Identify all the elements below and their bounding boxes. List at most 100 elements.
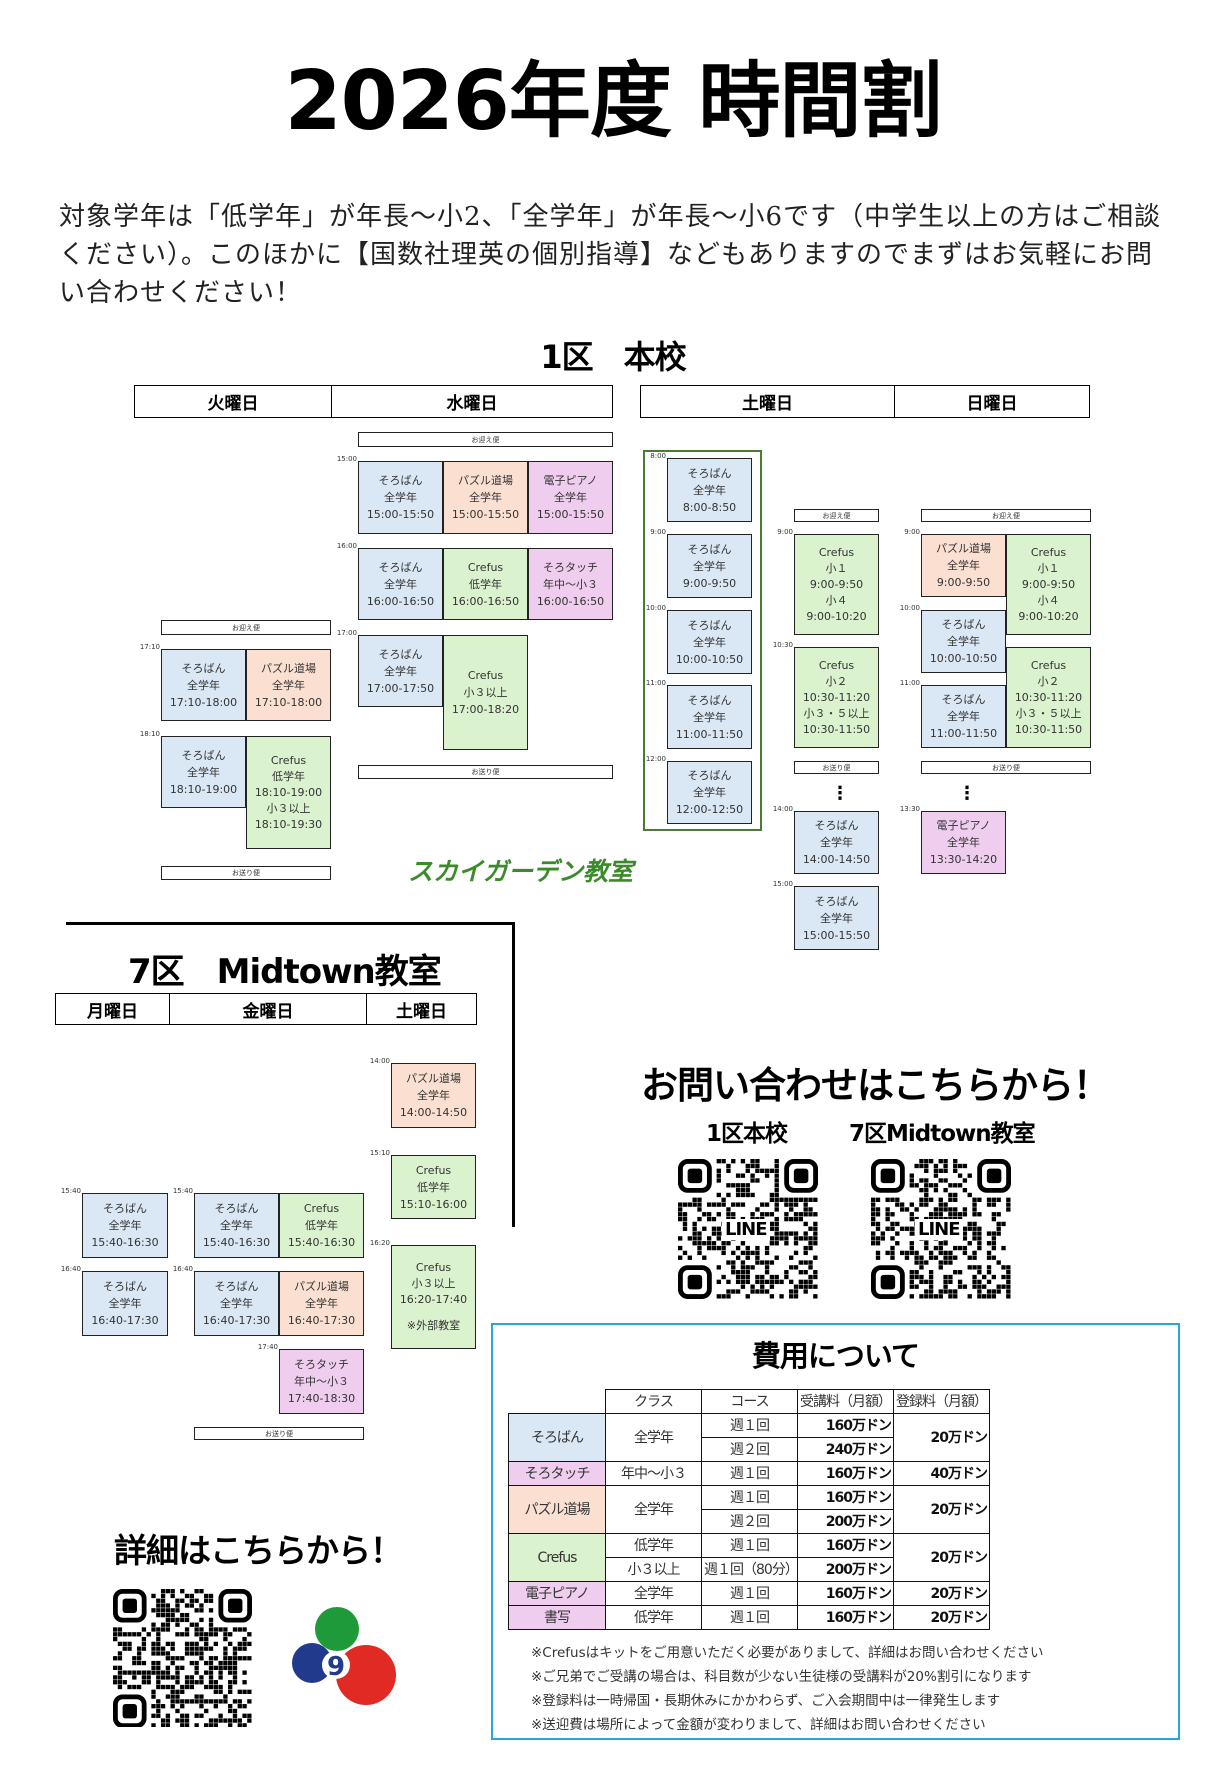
transport-bar: お送り便 [921, 761, 1091, 774]
class-block-line: 低学年 [417, 1180, 450, 1194]
time-label: 15:00 [336, 455, 357, 463]
honko-day-header-weekday: 火曜日 水曜日 [134, 385, 613, 418]
class-block: そろばん全学年 8:00-8:50 [667, 458, 752, 522]
class-block-line: Crefus [303, 1202, 340, 1215]
class-block-line: 全学年 [693, 483, 726, 497]
class-block-line: そろばん [687, 542, 732, 556]
class-block-line: そろばん [103, 1280, 147, 1293]
line-qr-honko[interactable]: LINE [677, 1158, 819, 1300]
time-label: 17:00 [336, 629, 357, 637]
midtown-day-header: 月曜日 金曜日 土曜日 [55, 993, 477, 1025]
class-block-line: 小１ [825, 561, 848, 575]
class-block-line: そろばん [378, 560, 423, 574]
class-block-line: そろばん [687, 466, 732, 480]
details-qr-code[interactable] [113, 1589, 252, 1727]
class-block-line: 18:10-19:30 [254, 817, 323, 831]
class-block-line: 16:40-17:30 [287, 1314, 356, 1327]
course-cell: 週２回 [701, 1437, 798, 1462]
tuition-cell: 200万ドン [797, 1557, 894, 1582]
class-block-line: 全学年 [469, 491, 502, 504]
day-sunday: 日曜日 [966, 394, 1018, 414]
class-block-line: 9:00-10:20 [1018, 609, 1079, 623]
qr-code [870, 1158, 1012, 1300]
class-block-line: 全学年 [384, 577, 417, 591]
tuition-cell: 200万ドン [797, 1509, 894, 1534]
class-block-line: 8:00-8:50 [682, 500, 737, 514]
class-block-line: 年中～小３ [543, 577, 598, 591]
class-block-line: 12:00-12:50 [675, 803, 744, 816]
subject-name: パズル道場 [508, 1485, 606, 1534]
line-qr-midtown[interactable]: LINE [870, 1158, 1012, 1300]
class-block-line: ※外部教室 [406, 1319, 461, 1332]
registration-cell: 20万ドン [893, 1485, 990, 1534]
day-saturday: 土曜日 [396, 1001, 447, 1022]
table-row: 週２回 240万ドン [509, 1437, 990, 1462]
class-block-line: そろばん [687, 693, 732, 707]
honko-day-header-weekend: 土曜日 日曜日 [640, 385, 1090, 418]
class-block-line: 全学年 [220, 1219, 253, 1232]
table-row: そろばん 全学年 週１回 160万ドン 20万ドン [508, 1413, 990, 1462]
class-block-line: 15:40-16:30 [287, 1236, 356, 1249]
class-block-line: 9:00-9:50 [1021, 577, 1076, 591]
qr-code [677, 1158, 819, 1300]
class-cell: 全学年 [605, 1413, 702, 1462]
table-row: パズル道場 全学年 週１回 160万ドン 20万ドン [508, 1485, 990, 1534]
table-row: 書写 低学年 週１回 160万ドン 20万ドン [508, 1605, 990, 1630]
class-block-line: パズル道場 [936, 542, 991, 555]
time-label: 17:10 [139, 643, 160, 651]
class-block-line: 17:10-18:00 [254, 695, 323, 709]
class-block-line: 小３・５以上 [803, 706, 870, 720]
class-block-line: 16:00-16:50 [536, 594, 605, 608]
time-label: 11:00 [645, 679, 666, 687]
course-cell: 週１回 [701, 1485, 798, 1510]
transport-bar: お送り便 [194, 1427, 364, 1440]
day-monday: 月曜日 [56, 994, 170, 1024]
class-block-line: 15:40-16:30 [91, 1236, 159, 1249]
course-cell: 週１回 [701, 1533, 798, 1558]
class-block-line: そろばん [103, 1202, 147, 1215]
fee-note: ※送迎費は場所によって金額が変わりまして、詳細はお問い合わせください [531, 1717, 986, 1733]
class-block-line: そろタッチ [543, 560, 598, 574]
class-block-line: 15:00-15:50 [536, 508, 605, 521]
class-block-line: 13:30-14:20 [929, 853, 998, 866]
class-block-line: 11:00-11:50 [675, 727, 744, 741]
class-block-line: 9:00-10:20 [806, 609, 867, 623]
class-block-line: 全学年 [820, 836, 853, 849]
page-title: 2026年度 時間割 [284, 54, 943, 149]
intro-text: 対象学年は「低学年」が年長～小2、「全学年」が年長～小6です（中学生以上の方はご… [59, 202, 1162, 308]
class-block-line: 全学年 [693, 710, 726, 724]
course-cell: 週１回 [701, 1461, 798, 1486]
class-cell: 年中～小３ [605, 1461, 702, 1486]
class-block-line: 全学年 [947, 635, 980, 648]
class-block-line: 全学年 [108, 1219, 142, 1232]
class-block-line: 全学年 [108, 1297, 142, 1310]
time-label: 15:10 [369, 1149, 390, 1157]
transport-bar: お迎え便 [358, 432, 613, 447]
table-row: 週２回 200万ドン [509, 1509, 990, 1534]
class-block-line: 低学年 [272, 769, 305, 783]
header-class: クラス [605, 1389, 702, 1414]
class-block-line: 小１ [1037, 561, 1060, 575]
class-block-line: 全学年 [187, 678, 220, 692]
time-label: 10:00 [645, 604, 666, 612]
class-block-line: そろばん [814, 894, 859, 908]
subject-name: そろばん [508, 1413, 606, 1462]
class-block-line: 9:00-9:50 [809, 577, 864, 591]
midtown-heading: 7区 Midtown教室 [128, 952, 442, 992]
fees-panel [491, 1323, 1180, 1740]
transport-bar: お送り便 [161, 866, 331, 880]
